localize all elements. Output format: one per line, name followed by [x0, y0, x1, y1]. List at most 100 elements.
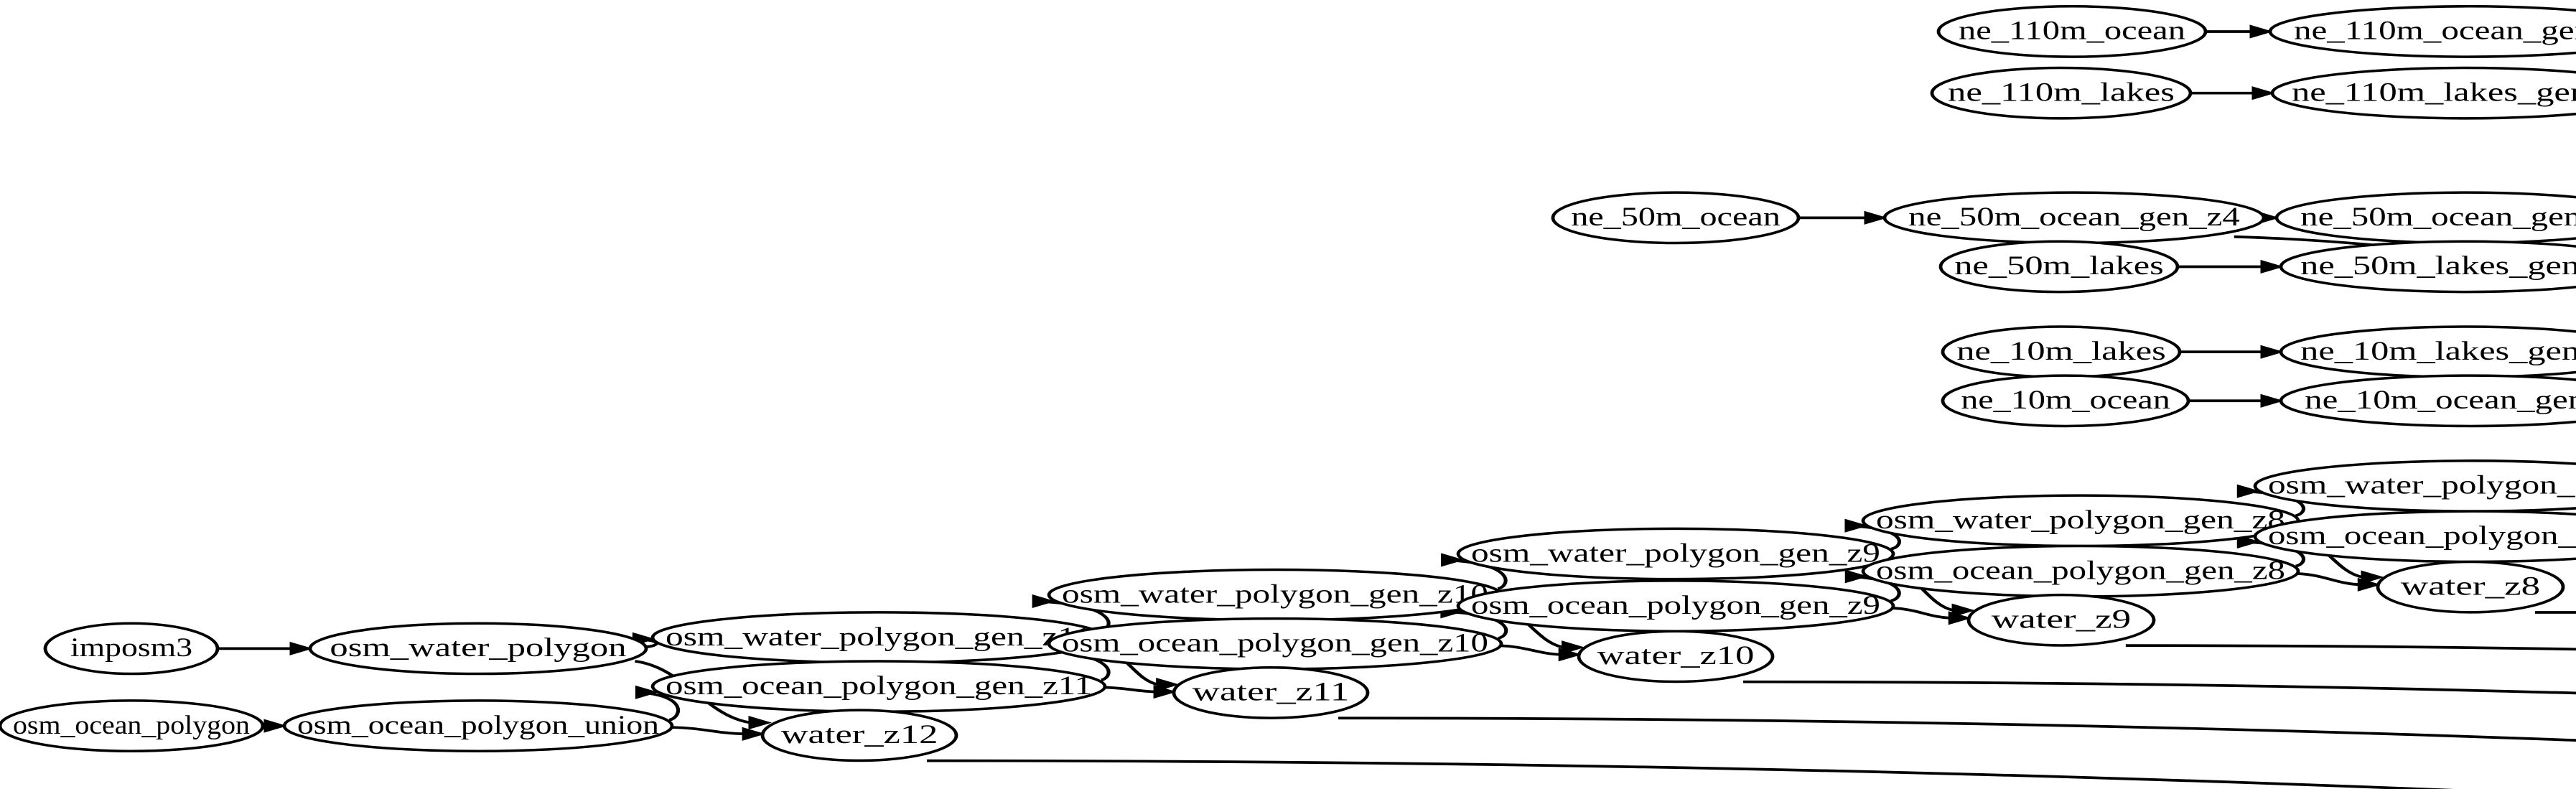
node-water_z9[interactable]: water_z9 — [1966, 593, 2156, 647]
node-shape — [650, 660, 1107, 714]
node-ne_10m_ocean_gen_z5[interactable]: ne_10m_ocean_gen_z5 — [2279, 374, 2576, 428]
node-shape — [1047, 568, 1503, 622]
edge-layer — [217, 24, 2576, 789]
node-water_z10[interactable]: water_z10 — [1577, 630, 1775, 683]
node-shape — [2279, 325, 2576, 379]
node-shape — [1577, 630, 1775, 683]
node-shape — [1861, 544, 2300, 598]
node-shape — [2274, 191, 2576, 245]
node-water_z8[interactable]: water_z8 — [2376, 560, 2565, 614]
node-shape — [1456, 579, 1895, 632]
node-shape — [1936, 5, 2208, 58]
node-shape — [1551, 191, 1801, 245]
node-osm_water_polygon[interactable]: osm_water_polygon — [308, 622, 648, 676]
node-shape — [760, 709, 958, 762]
node-ne_110m_lakes[interactable]: ne_110m_lakes — [1930, 66, 2193, 120]
node-osm_ocean_polygon_gen_z9[interactable]: osm_ocean_polygon_gen_z9 — [1456, 579, 1895, 632]
node-osm_ocean_polygon_gen_z11[interactable]: osm_ocean_polygon_gen_z11 — [650, 660, 1107, 714]
node-osm_ocean_polygon[interactable]: osm_ocean_polygon — [0, 699, 265, 752]
node-ne_110m_ocean[interactable]: ne_110m_ocean — [1936, 5, 2208, 58]
node-shape — [2270, 66, 2576, 120]
edge-arrowhead — [1156, 678, 1180, 692]
edge-arrowhead — [742, 727, 766, 741]
node-osm_water_polygon_gen_z7[interactable]: osm_water_polygon_gen_z7 — [2253, 459, 2576, 513]
edge-arrowhead — [1948, 611, 1972, 625]
node-water_z12[interactable]: water_z12 — [760, 709, 958, 762]
edge-arrowhead — [289, 641, 314, 655]
node-ne_50m_ocean_gen_z3[interactable]: ne_50m_ocean_gen_z3 — [2274, 191, 2576, 245]
node-shape — [1966, 593, 2156, 647]
node-shape — [2376, 560, 2565, 614]
node-shape — [308, 622, 648, 676]
node-ne_10m_lakes[interactable]: ne_10m_lakes — [1941, 325, 2182, 379]
node-ne_50m_lakes_gen_z3[interactable]: ne_50m_lakes_gen_z3 — [2279, 240, 2576, 294]
edge-arrowhead — [1951, 603, 1976, 617]
edge-arrowhead — [2361, 570, 2385, 584]
edge-arrowhead — [1844, 518, 1869, 533]
node-water_z11[interactable]: water_z11 — [1172, 666, 1370, 719]
edge-osm_ocean_polygon_gen_z8-to-water_z8 — [2297, 572, 2360, 587]
edge-arrowhead — [263, 719, 288, 733]
node-shape — [2253, 459, 2576, 513]
edge-arrowhead — [635, 685, 659, 699]
node-osm_ocean_polygon_union[interactable]: osm_ocean_polygon_union — [282, 699, 674, 753]
edge-water_z8-to-layer_water-z8 — [2534, 611, 2576, 614]
node-shape — [1172, 666, 1370, 719]
node-osm_ocean_polygon_gen_z7[interactable]: osm_ocean_polygon_gen_z7 — [2253, 510, 2576, 564]
edge-arrowhead — [1441, 553, 1465, 567]
node-ne_110m_ocean_gen_z1[interactable]: ne_110m_ocean_gen_z1 — [2268, 5, 2576, 58]
node-shape — [650, 611, 1107, 664]
node-osm_ocean_polygon_gen_z8[interactable]: osm_ocean_polygon_gen_z8 — [1861, 544, 2300, 598]
node-ne_110m_lakes_gen_z1[interactable]: ne_110m_lakes_gen_z1 — [2270, 66, 2576, 120]
node-ne_50m_ocean[interactable]: ne_50m_ocean — [1551, 191, 1801, 245]
node-shape — [1047, 617, 1503, 671]
edge-osm_ocean_polygon_gen_z10-to-water_z10 — [1501, 644, 1561, 656]
node-imposm3[interactable]: imposm3 — [43, 622, 220, 676]
edge-arrowhead — [2260, 259, 2285, 274]
edge-arrowhead — [1864, 210, 1888, 225]
edge-osm_water_polygon_gen_z9-to-osm_water_polygon_gen_z8 — [1847, 524, 1901, 551]
edge-osm_water_polygon_gen_z10-to-osm_water_polygon_gen_z9 — [1442, 559, 1508, 590]
node-osm_water_polygon_gen_z10[interactable]: osm_water_polygon_gen_z10 — [1047, 568, 1503, 622]
edge-arrowhead — [1558, 648, 1582, 662]
node-shape — [1861, 494, 2300, 548]
node-osm_ocean_polygon_gen_z10[interactable]: osm_ocean_polygon_gen_z10 — [1047, 617, 1503, 671]
node-ne_10m_lakes_gen_z5[interactable]: ne_10m_lakes_gen_z5 — [2279, 325, 2576, 379]
edge-arrowhead — [2260, 393, 2285, 408]
edge-arrowhead — [748, 716, 773, 730]
edge-arrowhead — [1032, 594, 1056, 608]
node-shape — [2279, 240, 2576, 294]
edge-osm_ocean_polygon_gen_z11-to-water_z11 — [1104, 686, 1156, 694]
edge-arrowhead — [2236, 534, 2261, 549]
node-shape — [1930, 66, 2193, 120]
edge-arrowhead — [1153, 685, 1177, 699]
node-shape — [282, 699, 674, 753]
node-osm_water_polygon_gen_z9[interactable]: osm_water_polygon_gen_z9 — [1456, 527, 1895, 581]
edge-osm_ocean_polygon_gen_z9-to-water_z9 — [1893, 607, 1951, 620]
edge-arrowhead — [2251, 86, 2276, 101]
edge-water_z9-to-layer_water-z9 — [2125, 644, 2576, 651]
edge-arrowhead — [1844, 569, 1869, 584]
edge-arrowhead — [2236, 484, 2261, 498]
node-ne_50m_lakes[interactable]: ne_50m_lakes — [1938, 240, 2180, 294]
edge-arrowhead — [1562, 640, 1585, 655]
node-shape — [1941, 325, 2182, 379]
edge-arrowhead — [2249, 24, 2274, 39]
node-ne_50m_ocean_gen_z4[interactable]: ne_50m_ocean_gen_z4 — [1882, 191, 2266, 245]
node-shape — [2279, 374, 2576, 428]
edge-osm_ocean_polygon_union-to-water_z12 — [671, 726, 745, 736]
node-shape — [1882, 191, 2266, 245]
edge-water_z12-to-layer_water-z12+ — [927, 759, 2455, 789]
node-ne_10m_ocean[interactable]: ne_10m_ocean — [1941, 374, 2190, 428]
edge-arrowhead — [2357, 577, 2381, 592]
node-shape — [43, 622, 220, 676]
node-shape — [1456, 527, 1895, 581]
edge-arrowhead — [2260, 345, 2285, 359]
node-shape — [1938, 240, 2180, 294]
node-shape — [1941, 374, 2190, 428]
node-osm_water_polygon_gen_z8[interactable]: osm_water_polygon_gen_z8 — [1861, 494, 2300, 548]
node-osm_water_polygon_gen_z11[interactable]: osm_water_polygon_gen_z11 — [650, 611, 1107, 664]
edge-water_z11-to-layer_water-z11 — [1338, 716, 2576, 742]
